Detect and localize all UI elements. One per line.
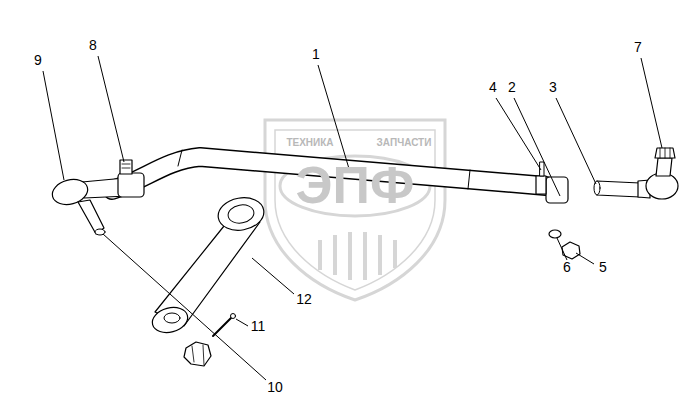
watermark-shield	[265, 120, 445, 300]
leader-lines	[43, 56, 662, 380]
callout-number: 1	[312, 47, 320, 62]
callout-number: 4	[489, 80, 497, 95]
callout-number: 7	[634, 40, 642, 55]
parts	[50, 148, 678, 366]
callout-number: 11	[251, 319, 266, 334]
callout-number: 9	[34, 53, 42, 68]
callout-number: 5	[599, 260, 607, 275]
callout-number: 6	[563, 260, 571, 275]
callout-number: 8	[89, 38, 97, 53]
callout-number: 12	[296, 292, 312, 307]
watermark-text: ТЕХНИКА	[286, 137, 333, 148]
watermark-text: ЭПФ	[296, 157, 415, 214]
watermark-text: ЗАПЧАСТИ	[377, 137, 432, 148]
callout-number: 3	[549, 80, 557, 95]
callout-number: 2	[508, 80, 516, 95]
callout-number: 10	[267, 380, 283, 395]
